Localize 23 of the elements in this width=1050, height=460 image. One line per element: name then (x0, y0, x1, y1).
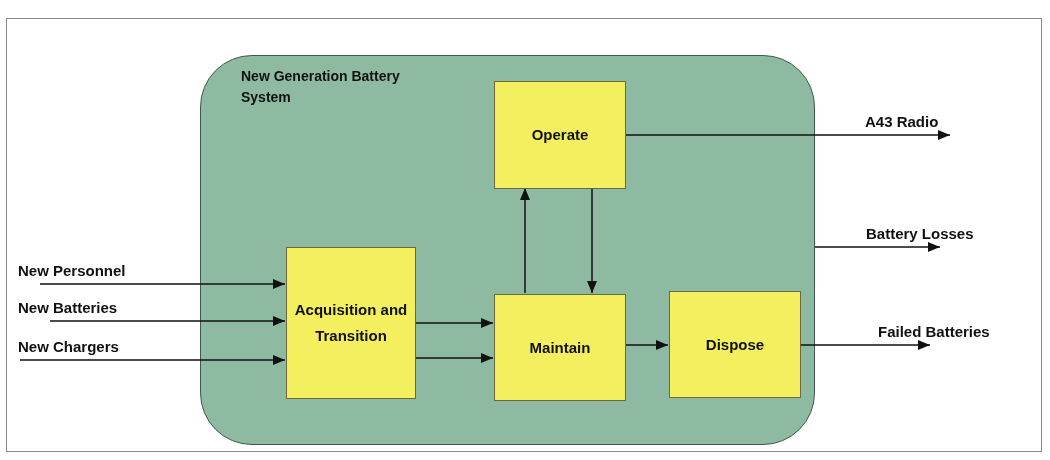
arrow (520, 187, 530, 294)
arrow (39, 279, 286, 289)
process-box: Dispose (669, 291, 801, 398)
arrow (587, 187, 597, 294)
arrow (414, 353, 494, 363)
flow-label: New Chargers (18, 337, 188, 360)
arrow (624, 340, 669, 350)
arrow (814, 242, 941, 252)
flow-label: Battery Losses (866, 224, 1036, 247)
process-box: Maintain (494, 294, 626, 401)
process-box: Acquisition and Transition (286, 247, 416, 399)
process-box: Operate (494, 81, 626, 189)
arrow (49, 316, 286, 326)
flow-label: Failed Batteries (878, 322, 1043, 345)
arrow (624, 130, 951, 140)
arrow (19, 355, 286, 365)
group-title: New Generation Battery System (241, 67, 401, 107)
system-boundary (200, 55, 815, 445)
flow-label: A43 Radio (865, 112, 985, 135)
flow-label: New Personnel (18, 261, 188, 284)
arrow (414, 318, 494, 328)
arrow (799, 340, 931, 350)
flow-label: New Batteries (18, 298, 188, 321)
